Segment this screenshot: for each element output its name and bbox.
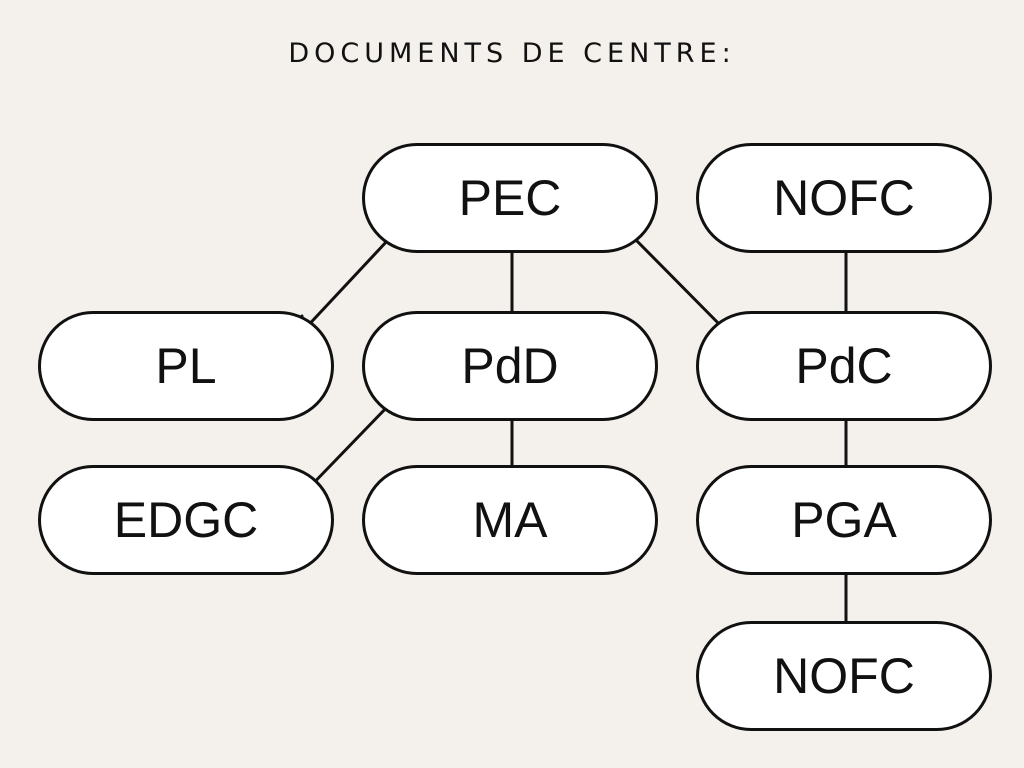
edge-pec-to-pdc	[634, 238, 730, 335]
node-edgc: EDGC	[38, 465, 334, 575]
node-nofc-top: NOFC	[696, 143, 992, 253]
edge-pec-to-pl	[300, 238, 390, 334]
node-pec: PEC	[362, 143, 658, 253]
node-pdc: PdC	[696, 311, 992, 421]
node-pga: PGA	[696, 465, 992, 575]
node-nofc-bottom: NOFC	[696, 621, 992, 731]
page-title: DOCUMENTS DE CENTRE:	[288, 38, 736, 69]
node-ma: MA	[362, 465, 658, 575]
node-pdd: PdD	[362, 311, 658, 421]
node-pl: PL	[38, 311, 334, 421]
